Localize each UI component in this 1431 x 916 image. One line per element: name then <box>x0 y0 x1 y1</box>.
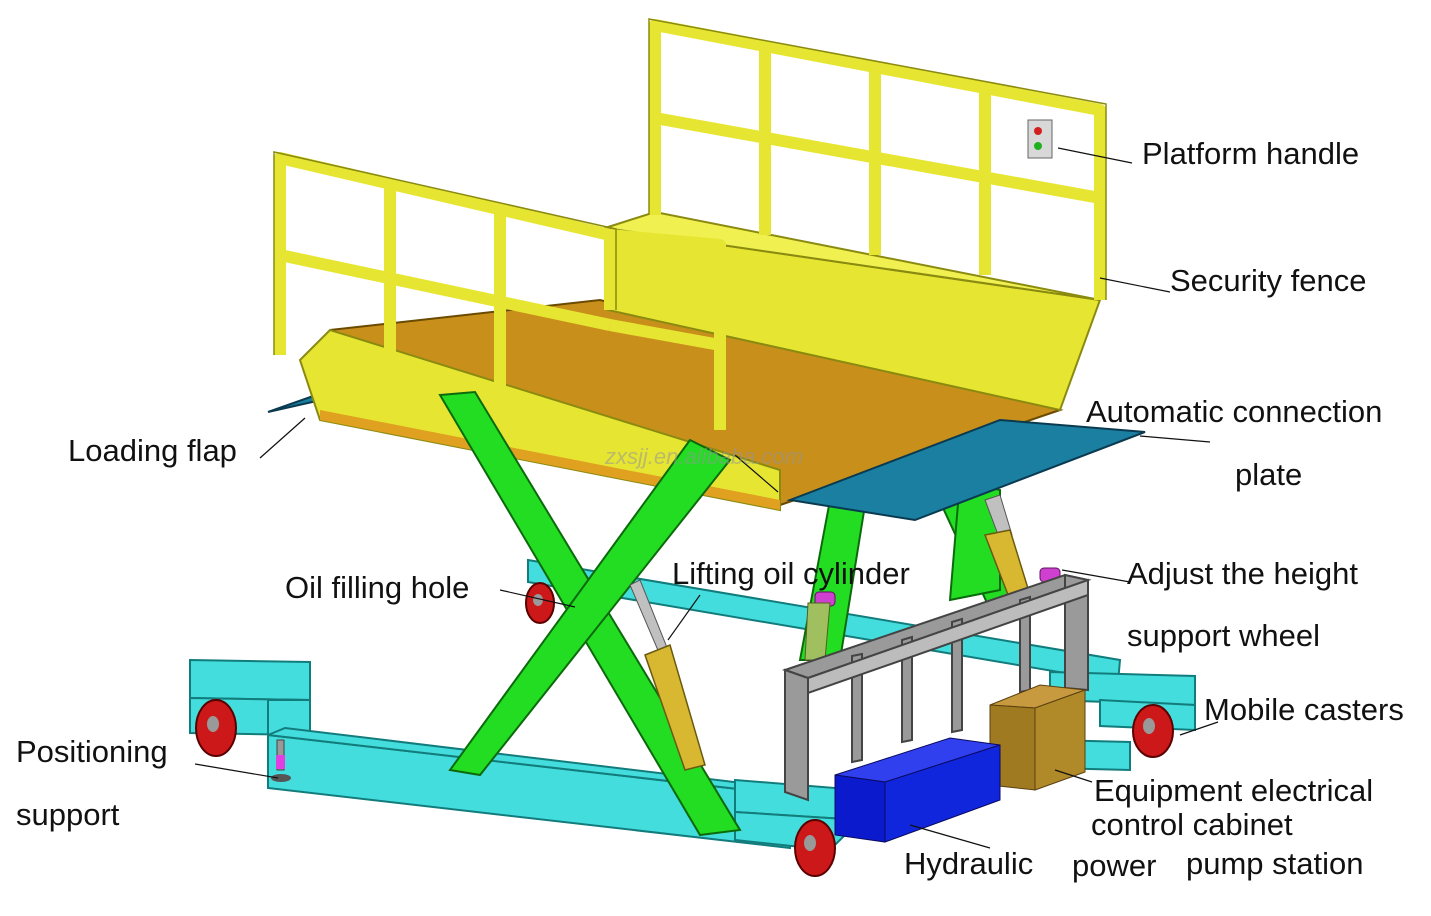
label-adjust-height-line2: support wheel <box>1127 618 1321 653</box>
grey-frame <box>781 573 1092 802</box>
label-loading-flap: Loading flap <box>68 433 237 468</box>
electrical-control-cabinet <box>989 684 1086 791</box>
label-platform-handle: Platform handle <box>1142 136 1360 171</box>
wheel-front-left <box>195 699 237 757</box>
label-lifting-oil-cylinder: Lifting oil cylinder <box>672 556 910 591</box>
automatic-connection-plate <box>786 418 1146 522</box>
label-positioning-support-line1: Positioning <box>16 734 168 769</box>
security-fence <box>274 19 1106 430</box>
front-scissor <box>438 390 742 837</box>
positioning-support-leg <box>271 739 291 782</box>
label-electrical-cabinet-line1: Equipment electrical <box>1094 773 1374 808</box>
wheel-rear-right <box>1132 704 1174 758</box>
label-hydraulic: Hydraulic <box>904 846 1034 881</box>
hydraulic-pump-station <box>834 737 1001 843</box>
label-adjust-height-line1: Adjust the height <box>1127 556 1358 591</box>
label-pump-station: pump station <box>1186 846 1364 881</box>
label-mobile-casters: Mobile casters <box>1204 692 1404 727</box>
wheels <box>195 582 1174 877</box>
label-oil-filling-hole: Oil filling hole <box>285 570 470 605</box>
wheel-front-right <box>794 819 836 877</box>
label-positioning-support-line2: support <box>16 797 120 832</box>
label-electrical-cabinet-line2: control cabinet <box>1091 807 1293 842</box>
label-security-fence: Security fence <box>1170 263 1367 298</box>
label-automatic-connection-plate-line1: Automatic connection <box>1086 394 1383 429</box>
leader-lines <box>194 147 1219 849</box>
label-power: power <box>1072 848 1157 883</box>
lifting-oil-cylinder <box>629 494 1031 771</box>
label-automatic-connection-plate-line2: plate <box>1235 457 1303 492</box>
platform-handle-box <box>1027 119 1053 159</box>
wheel-rear-left <box>525 582 555 624</box>
watermark: zxsjj.en.alibaba.com <box>605 444 804 469</box>
height-support-wheels <box>804 567 1061 661</box>
